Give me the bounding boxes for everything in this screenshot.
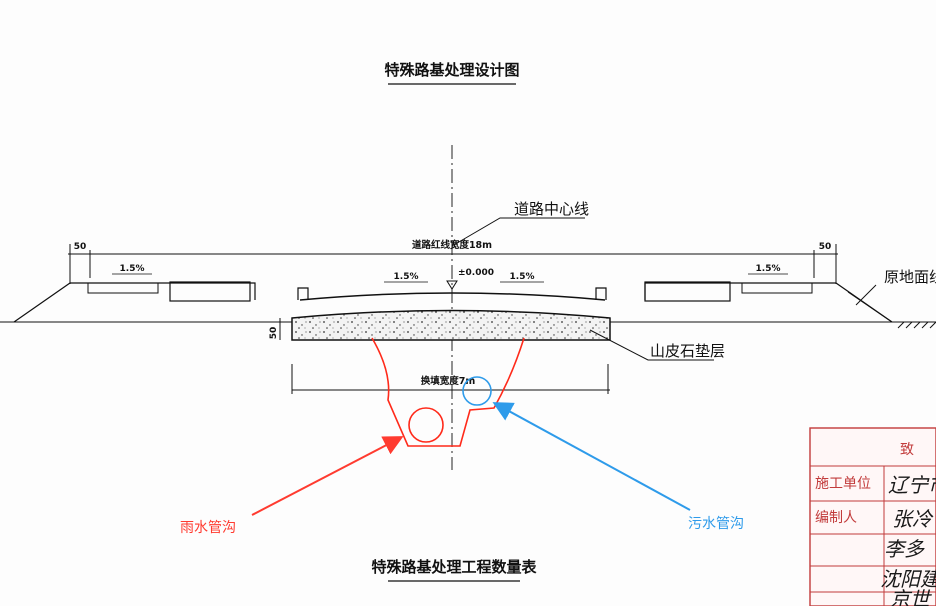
right-sidewalk-block-1 <box>741 282 813 294</box>
stone-layer-label: 山皮石垫层 <box>650 342 725 360</box>
stamp-row-1: 施工单位 <box>815 476 871 492</box>
dim-left-50: 50 <box>74 242 87 252</box>
stamp-hand-2: 张冷 <box>892 507 934 531</box>
stamp-header: 致 <box>900 442 914 458</box>
centerline-label: 道路中心线 <box>514 200 589 218</box>
drawing-title: 特殊路基处理设计图 <box>384 61 519 79</box>
rain-ditch-label: 雨水管沟 <box>180 520 236 536</box>
stamp-hand-3: 李多 <box>884 537 925 561</box>
approval-stamp: 致 施工单位 编制人 辽宁市 张冷 李多 沈阳建 京世 <box>809 427 936 606</box>
sewage-pipe <box>462 376 492 406</box>
trench-outline <box>371 337 525 447</box>
stamp-hand-4: 沈阳建 <box>880 567 936 591</box>
slope-label-2: 1.5% <box>394 272 419 282</box>
ground-hatch <box>897 321 936 329</box>
stone-layer-leader <box>589 329 714 361</box>
stone-cushion-layer <box>291 309 611 341</box>
original-ground-label: 原地面线 <box>884 268 936 286</box>
ground-leader <box>855 284 877 306</box>
dim-right-50: 50 <box>819 242 832 252</box>
red-line-width-label: 道路红线宽度18m <box>412 239 492 251</box>
thickness-dim-label: 50 <box>269 327 279 340</box>
elevation-label: ±0.000 <box>458 268 494 278</box>
table-title: 特殊路基处理工程数量表 <box>371 558 537 576</box>
slope-label-1: 1.5% <box>120 264 145 274</box>
rain-pipe <box>408 407 444 443</box>
rain-ditch-arrow <box>251 436 404 516</box>
right-sidewalk-block-2 <box>644 281 731 302</box>
left-sidewalk-block-1 <box>87 282 159 294</box>
left-sidewalk-block-2 <box>169 281 251 302</box>
left-embankment <box>13 282 256 323</box>
stamp-border <box>809 427 936 606</box>
sewage-ditch-arrow <box>492 402 691 511</box>
slope-label-3: 1.5% <box>510 272 535 282</box>
stamp-row-2: 编制人 <box>815 510 857 526</box>
centerline-leader <box>451 217 585 247</box>
sewage-ditch-label: 污水管沟 <box>688 516 744 532</box>
stamp-hand-5: 京世 <box>890 587 932 606</box>
left-curb <box>297 287 309 300</box>
right-curb <box>595 287 607 300</box>
right-slope-line <box>847 291 893 323</box>
replacement-width-label: 换填宽度7m <box>421 375 476 387</box>
road-surface <box>299 292 606 301</box>
slope-label-4: 1.5% <box>756 264 781 274</box>
right-embankment <box>644 282 893 323</box>
stamp-hand-1: 辽宁市 <box>888 473 936 497</box>
elevation-triangle <box>446 280 458 290</box>
